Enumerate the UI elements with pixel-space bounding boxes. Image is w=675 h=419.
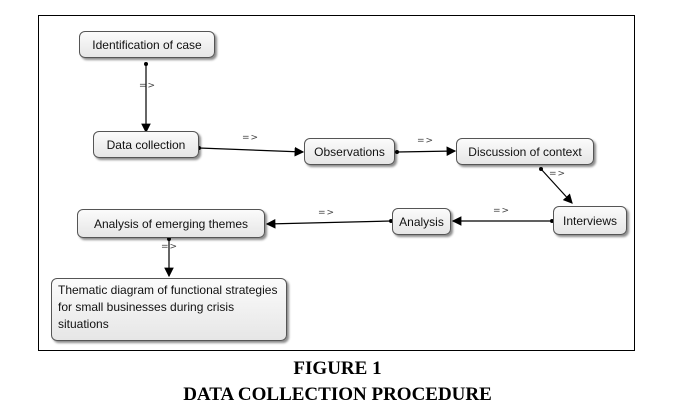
node-thematic-diagram[interactable]: Thematic diagram of functional strategie… [51,278,287,341]
edge-label: => [161,242,179,252]
edge-label: => [139,81,157,91]
node-interviews[interactable]: Interviews [553,206,627,235]
edge-label: => [549,169,567,179]
diagram-frame: => => => => => => => Identification of c… [38,15,635,351]
node-discussion-of-context[interactable]: Discussion of context [456,138,594,165]
edge-discussion-to-interviews [540,168,573,204]
edge-observations-to-discussion [396,146,457,156]
edge-data-collection-to-observations [198,146,305,157]
figure-number: FIGURE 1 [293,358,382,379]
node-analysis-of-emerging-themes[interactable]: Analysis of emerging themes [77,209,265,238]
edge-label: => [242,133,260,143]
edge-label: => [417,136,435,146]
node-observations[interactable]: Observations [304,138,395,165]
edge-label: => [493,206,511,216]
edge-label: => [318,208,336,218]
node-identification-of-case[interactable]: Identification of case [79,31,215,58]
node-data-collection[interactable]: Data collection [93,131,199,158]
edge-analysis-to-emerging-themes [265,218,392,229]
node-analysis[interactable]: Analysis [392,208,451,235]
figure-title: DATA COLLECTION PROCEDURE [183,384,492,405]
